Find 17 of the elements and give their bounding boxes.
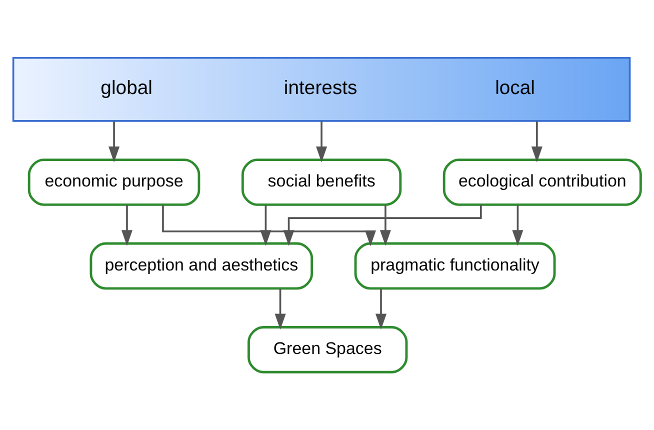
arrow	[162, 205, 376, 246]
node-box: global interests local	[12, 56, 631, 122]
arrow	[274, 288, 286, 330]
arrow	[375, 288, 387, 330]
node-box: perception and aesthetics	[90, 242, 314, 290]
arrow	[108, 121, 120, 162]
arrow	[380, 205, 391, 246]
node-box: ecological contribution	[442, 158, 642, 206]
node-box: economic purpose	[28, 158, 200, 206]
node-box: pragmatic functionality	[354, 242, 556, 290]
node-box: Green Spaces	[248, 326, 408, 374]
arrow	[512, 205, 524, 246]
arrow	[316, 121, 328, 162]
node-box: social benefits	[241, 158, 402, 206]
arrow	[260, 205, 272, 246]
arrow	[121, 205, 133, 246]
arrow	[531, 121, 542, 162]
